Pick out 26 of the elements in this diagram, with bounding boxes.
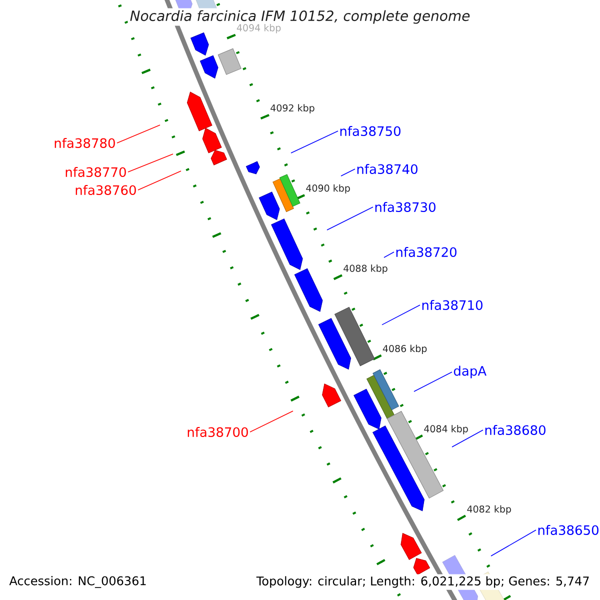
scale-label: 4088 kbp bbox=[344, 264, 388, 274]
leader-line bbox=[138, 170, 182, 190]
genome-summary-text: Topology: circular; Length: 6,021,225 bp; Genes: 5,747 bbox=[254, 574, 592, 590]
scale-label: 4092 kbp bbox=[270, 104, 314, 114]
scale-label: 4086 kbp bbox=[382, 344, 427, 354]
leader-line bbox=[116, 124, 160, 144]
gene-label: nfa38780 bbox=[54, 138, 115, 148]
scale-label: 4082 kbp bbox=[467, 505, 511, 514]
gene-label: nfa38760 bbox=[76, 184, 136, 196]
leader-line bbox=[490, 530, 536, 556]
leader-line bbox=[290, 130, 338, 154]
scale-label: 4094 kbp bbox=[236, 24, 281, 34]
leader-line bbox=[326, 206, 374, 230]
gene-label: nfa38770 bbox=[66, 166, 126, 178]
leader-line bbox=[340, 168, 356, 176]
leader-line bbox=[250, 410, 294, 432]
gene-label: nfa38650 bbox=[538, 524, 598, 536]
scale-label: 4084 kbp bbox=[424, 425, 468, 434]
accession-text: Accession: NC_006361 bbox=[9, 576, 146, 588]
leader-line bbox=[382, 304, 420, 326]
gene-label: nfa38680 bbox=[485, 424, 546, 436]
leader-line bbox=[128, 154, 174, 172]
scale-label: 4090 kbp bbox=[306, 184, 350, 194]
leader-line bbox=[452, 430, 484, 448]
leader-line bbox=[414, 372, 452, 392]
leader-line bbox=[384, 252, 394, 258]
